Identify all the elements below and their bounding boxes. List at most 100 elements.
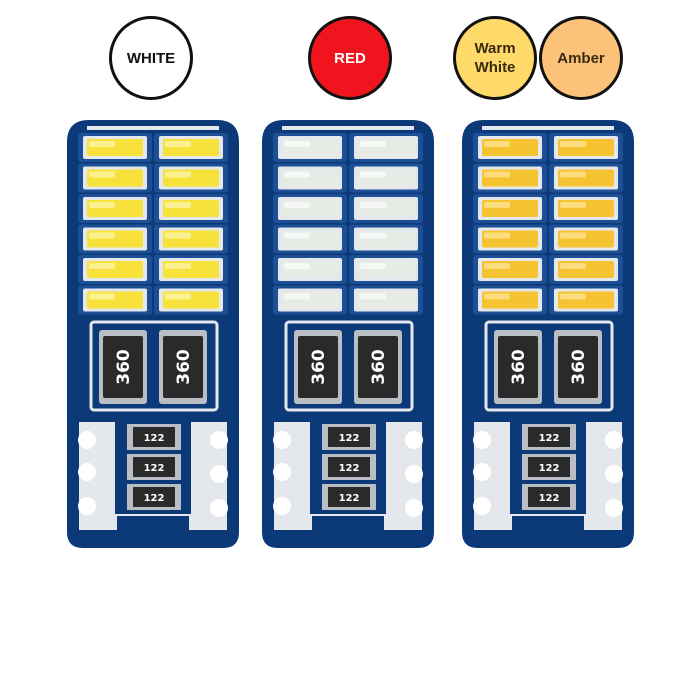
bulb-amber: 360 360 122 122 122 (462, 120, 634, 548)
resistor-body (358, 336, 398, 398)
resistor-code-label: 360 (369, 349, 389, 385)
small-resistor-code-label: 122 (144, 493, 165, 504)
resistor-code-label: 360 (114, 349, 134, 385)
pcb-top-strip (482, 126, 614, 130)
bottom-notch (512, 516, 584, 530)
bottom-notch (312, 516, 384, 530)
resistor-code-label: 360 (174, 349, 194, 385)
led-highlight (360, 171, 386, 178)
led-highlight (484, 232, 510, 239)
resistor-frame (89, 320, 219, 412)
via-hole (405, 499, 423, 517)
via-hole (78, 497, 96, 515)
resistor-body (103, 336, 143, 398)
small-resistor-code-label: 122 (339, 493, 360, 504)
led-highlight (560, 232, 586, 239)
via-hole (273, 463, 291, 481)
via-hole (210, 431, 228, 449)
led-highlight (560, 293, 586, 300)
led-highlight (284, 202, 310, 208)
led-highlight (89, 141, 115, 147)
small-resistor-body (328, 457, 370, 477)
led-highlight (89, 171, 115, 178)
white-color-badge: WHITE (109, 16, 193, 100)
red-badge-label: RED (334, 49, 366, 67)
led-highlight (560, 171, 586, 178)
via-hole (405, 465, 423, 483)
led-highlight (484, 202, 510, 208)
small-resistor-code-label: 122 (539, 433, 560, 444)
led-highlight (89, 232, 115, 239)
small-resistor-code-label: 122 (539, 463, 560, 474)
resistor-frame (484, 320, 614, 412)
pcb-top-strip (87, 126, 219, 130)
led-highlight (484, 263, 510, 269)
resistor-body (298, 336, 338, 398)
small-resistor-code-label: 122 (339, 433, 360, 444)
led-highlight (165, 202, 191, 208)
small-resistor-body (528, 457, 570, 477)
pcb-top-strip (282, 126, 414, 130)
amber-color-badge: Amber (539, 16, 623, 100)
small-resistor-code-label: 122 (144, 433, 165, 444)
via-hole (605, 431, 623, 449)
warm-white-badge-line1: Warm (474, 40, 516, 57)
small-resistor-code-label: 122 (539, 493, 560, 504)
resistor-code-label: 360 (509, 349, 529, 385)
white-badge-label: WHITE (126, 49, 176, 67)
resistor-body (558, 336, 598, 398)
led-highlight (560, 141, 586, 147)
small-resistor-body (528, 487, 570, 507)
via-hole (605, 465, 623, 483)
led-highlight (484, 141, 510, 147)
via-hole (605, 499, 623, 517)
resistor-code-label: 360 (309, 349, 329, 385)
resistor-body (498, 336, 538, 398)
led-highlight (165, 232, 191, 239)
small-resistor-body (328, 487, 370, 507)
via-hole (405, 431, 423, 449)
led-highlight (284, 263, 310, 269)
via-hole (210, 499, 228, 517)
small-resistor-body (133, 457, 175, 477)
led-highlight (89, 263, 115, 269)
small-resistor-body (528, 427, 570, 447)
led-highlight (484, 293, 510, 300)
via-hole (273, 431, 291, 449)
led-highlight (284, 293, 310, 300)
resistor-code-label: 360 (569, 349, 589, 385)
led-highlight (89, 202, 115, 208)
red-color-badge: RED (308, 16, 392, 100)
via-hole (210, 465, 228, 483)
via-hole (78, 463, 96, 481)
led-highlight (484, 171, 510, 178)
small-resistor-body (133, 487, 175, 507)
small-resistor-body (133, 427, 175, 447)
bulb-red: 360 360 122 122 122 (262, 120, 434, 548)
warm-white-badge-line2: White (474, 59, 516, 76)
led-highlight (165, 141, 191, 147)
via-hole (473, 431, 491, 449)
led-highlight (284, 141, 310, 147)
bottom-notch (117, 516, 189, 530)
led-highlight (560, 202, 586, 208)
led-highlight (284, 232, 310, 239)
via-hole (473, 497, 491, 515)
small-resistor-code-label: 122 (339, 463, 360, 474)
led-highlight (560, 263, 586, 269)
resistor-frame (284, 320, 414, 412)
led-highlight (360, 202, 386, 208)
warm-white-color-badge: Warm White (453, 16, 537, 100)
led-highlight (360, 293, 386, 300)
led-highlight (360, 263, 386, 269)
via-hole (473, 463, 491, 481)
led-highlight (165, 263, 191, 269)
led-highlight (360, 141, 386, 147)
amber-badge-label: Amber (557, 49, 605, 67)
led-highlight (165, 293, 191, 300)
led-highlight (165, 171, 191, 178)
small-resistor-code-label: 122 (144, 463, 165, 474)
led-highlight (284, 171, 310, 178)
via-hole (273, 497, 291, 515)
